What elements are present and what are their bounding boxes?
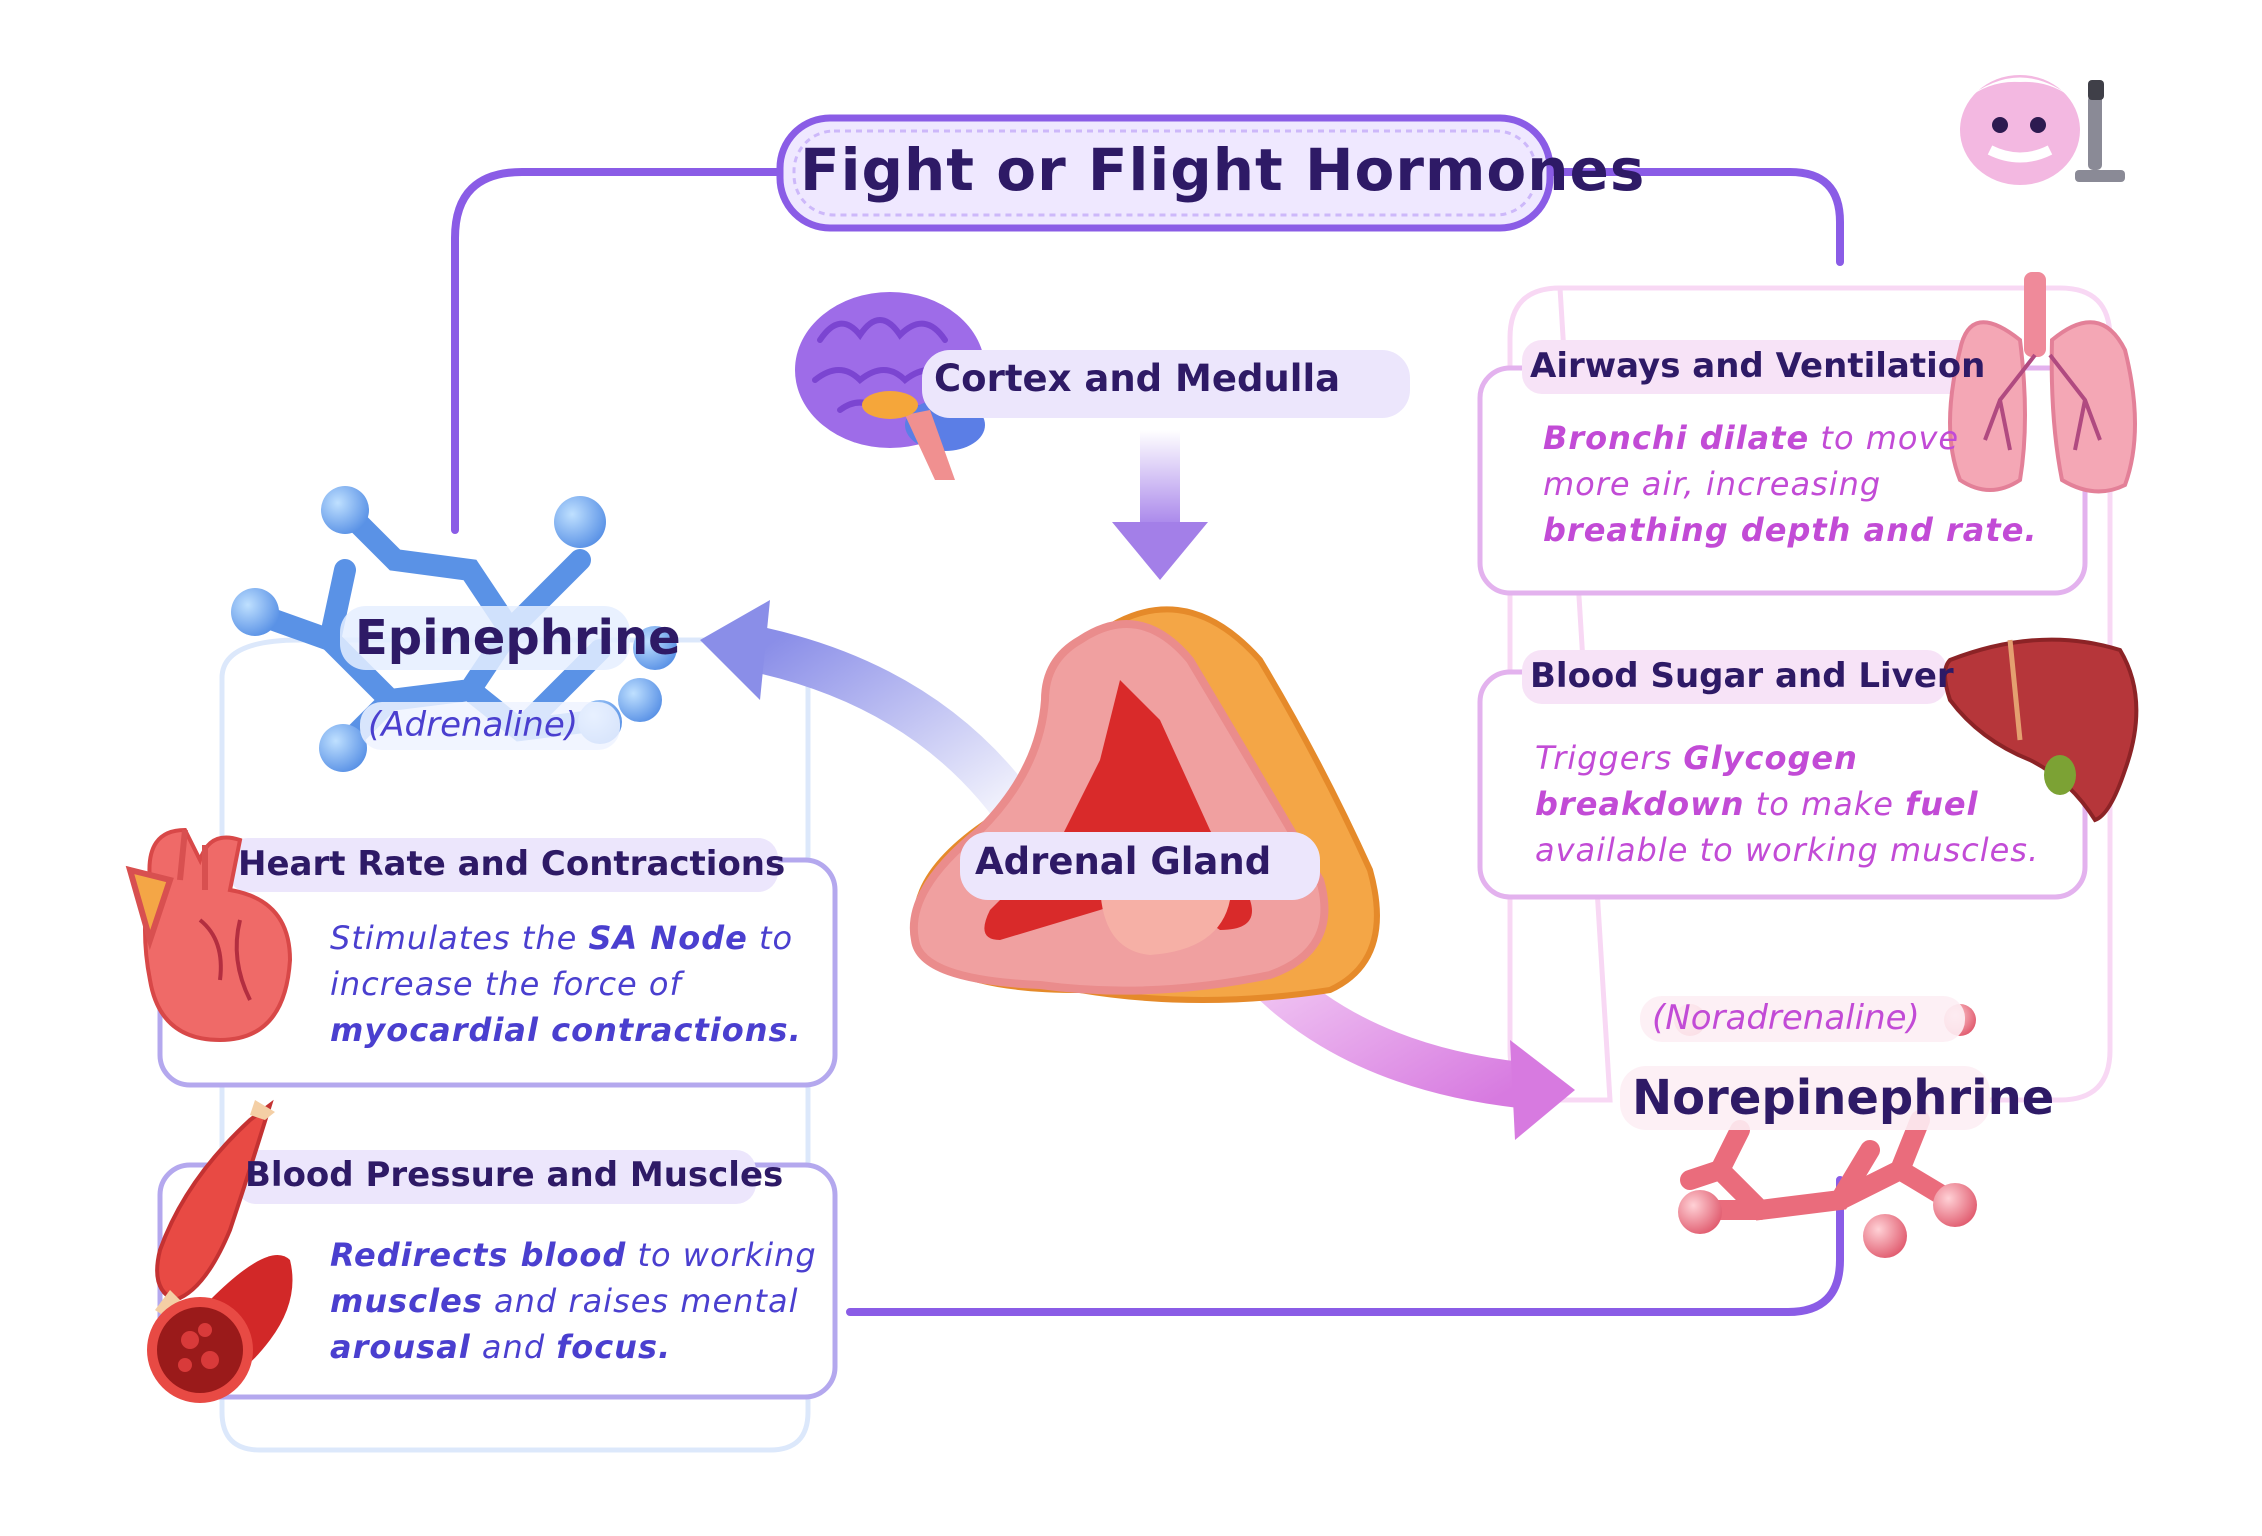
heart-card-body: Stimulates the SA Node to increase the f… — [330, 919, 802, 1049]
norepinephrine-name: Norepinephrine — [1632, 1070, 2055, 1126]
page-title: Fight or Flight Hormones — [800, 136, 1646, 204]
heart-title-pill — [228, 838, 778, 892]
epinephrine-name-pill — [340, 606, 630, 670]
lungs-icon — [1948, 272, 2137, 494]
norepinephrine-alias: (Noradrenaline) — [1652, 998, 1920, 1038]
adrenal-label-pill — [960, 832, 1320, 900]
epinephrine-alias: (Adrenaline) — [368, 705, 579, 745]
blood-vessel-icon — [147, 1255, 293, 1403]
liver-icon — [1943, 637, 2139, 823]
airways-card-title: Airways and Ventilation — [1530, 346, 1986, 386]
muscles-card-title: Blood Pressure and Muscles — [245, 1155, 784, 1195]
muscles-title-pill — [236, 1150, 756, 1204]
norepinephrine-molecule-icon — [1674, 1004, 1977, 1258]
epinephrine-name: Epinephrine — [355, 610, 681, 666]
liver-card-title: Blood Sugar and Liver — [1530, 656, 1954, 696]
brain-label-pill — [922, 350, 1410, 418]
norepinephrine-alias-pill — [1640, 996, 1965, 1042]
epinephrine-alias-pill — [360, 702, 620, 750]
heart-icon — [125, 827, 293, 1043]
title-frame — [776, 114, 1554, 232]
norepinephrine-name-pill — [1620, 1066, 1990, 1130]
arrow-brain-to-adrenal — [1112, 430, 1208, 580]
adrenal-label: Adrenal Gland — [975, 840, 1272, 883]
muscles-card-body: Redirects blood to working muscles and r… — [330, 1236, 817, 1366]
arrow-adrenal-to-epinephrine — [700, 600, 1053, 853]
muscle-icon — [155, 1099, 275, 1320]
microscope-mascot-icon — [1960, 75, 2125, 185]
outer-cycle-line — [451, 168, 1844, 1316]
liver-card-body: Triggers Glycogen breakdown to make fuel… — [1535, 739, 2040, 869]
airways-card-body: Bronchi dilate to move more air, increas… — [1543, 419, 2038, 549]
heart-card-title: Heart Rate and Contractions — [238, 844, 786, 884]
airways-title-pill — [1522, 340, 1984, 394]
liver-title-pill — [1522, 650, 1947, 704]
brain-label: Cortex and Medulla — [934, 357, 1341, 400]
